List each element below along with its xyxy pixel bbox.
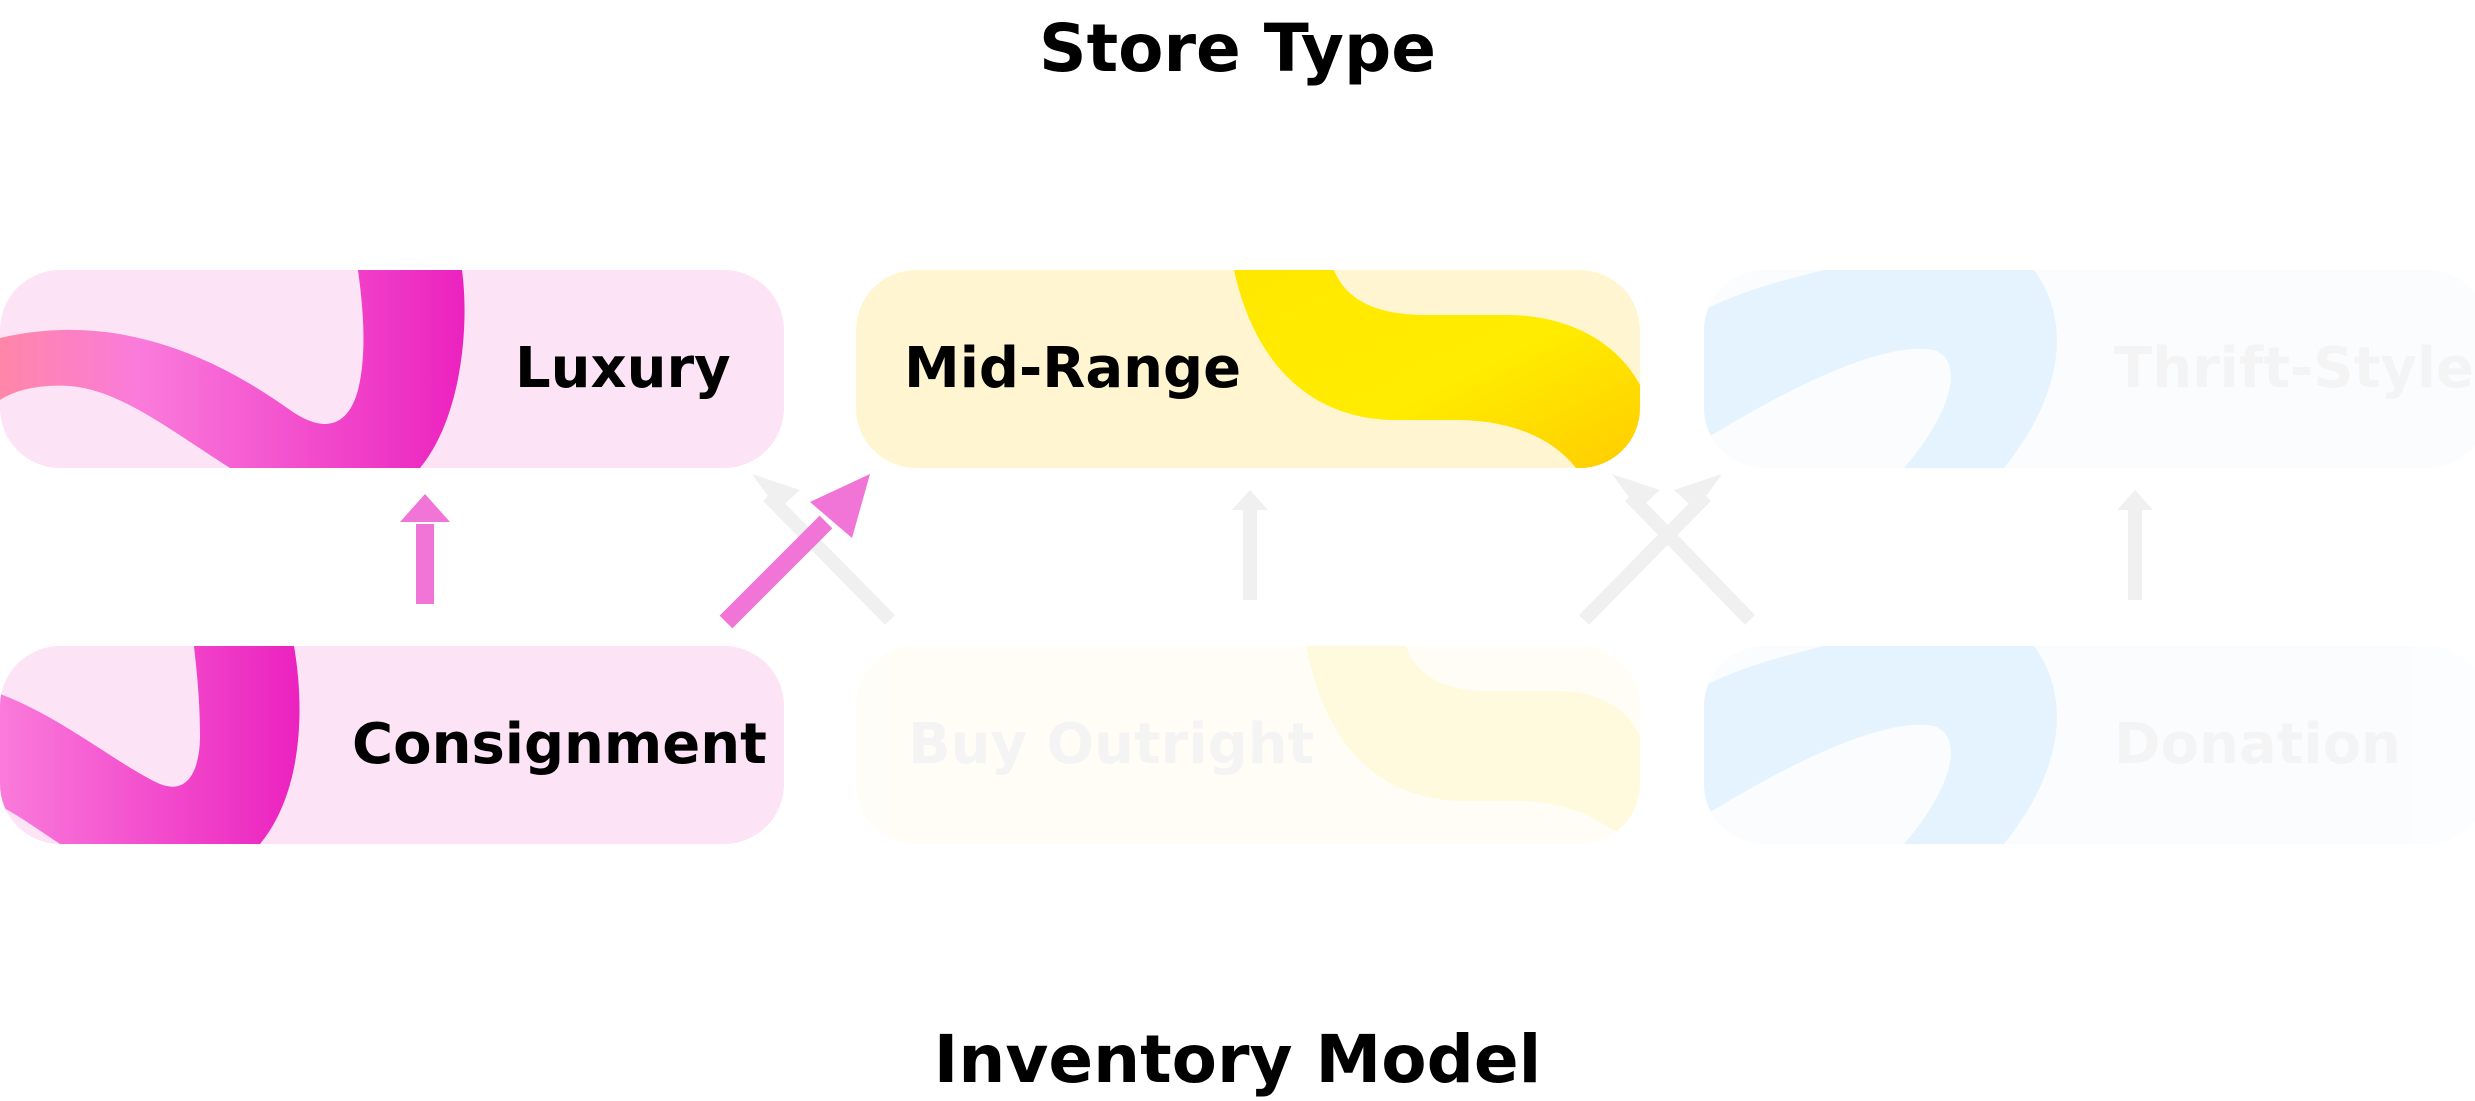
ribbon-decoration (0, 270, 465, 468)
diagram-title-inventory-model: Inventory Model (933, 1021, 1542, 1098)
arrowhead (2117, 490, 2153, 510)
node-thrift-style: Thrift-Style (1704, 270, 2475, 468)
arrowhead (1232, 490, 1268, 510)
node-label: Mid-Range (904, 336, 1242, 401)
node-label: Donation (2114, 712, 2401, 777)
node-buy-outright: Buy Outright (856, 646, 1640, 844)
arrowhead (752, 474, 800, 510)
arrow-buyoutright-to-thrift (1579, 491, 1711, 625)
node-label: Consignment (352, 712, 767, 777)
arrow-buyoutright-to-luxury (763, 491, 895, 625)
node-luxury: Luxury (0, 270, 784, 468)
node-donation: Donation (1704, 646, 2475, 844)
arrow-donation-to-midrange (1624, 491, 1756, 625)
node-label: Thrift-Style (2114, 336, 2475, 401)
arrowhead (400, 494, 450, 522)
diagram-title-store-type: Store Type (1039, 10, 1436, 87)
ribbon-decoration (1704, 646, 2057, 844)
arrowhead (810, 474, 870, 538)
node-mid-range: Mid-Range (856, 270, 1640, 468)
ribbon-decoration (1234, 270, 1640, 468)
arrowhead (1674, 474, 1722, 510)
arrowhead (1612, 474, 1660, 510)
ribbon-decoration (1306, 646, 1640, 844)
ribbon-decoration (0, 646, 300, 844)
node-label: Buy Outright (908, 712, 1315, 777)
arrow-consignment-to-midrange (719, 515, 833, 629)
ribbon-decoration (1704, 270, 2057, 468)
node-label: Luxury (515, 336, 731, 401)
node-consignment: Consignment (0, 646, 784, 844)
